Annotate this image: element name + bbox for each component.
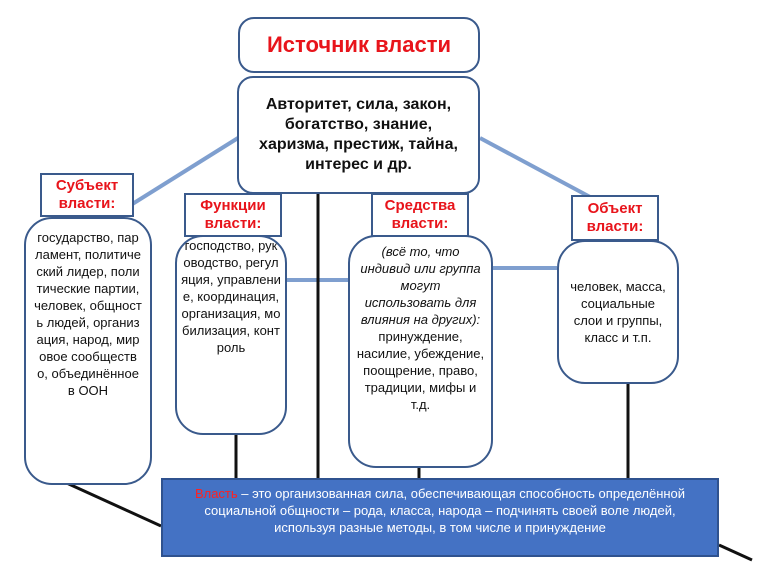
object-list-text: человек, масса, социальные слои и группы… [570,279,666,345]
object-label-text: Объект власти: [586,200,644,235]
means-label-text: Средства власти: [384,197,456,232]
functions-list-box: господство, руководство, регуляция, упра… [175,235,287,435]
means-label-box: Средства власти: [371,193,469,237]
definition-term: Власть [194,486,238,501]
object-list-box: человек, масса, социальные слои и группы… [557,240,679,384]
functions-label-text: Функции власти: [200,197,266,232]
means-list-box: (всё то, что индивид или группа могут ис… [348,235,493,468]
subject-label-box: Субъект власти: [40,173,134,217]
connector-to-object [479,136,606,207]
means-list-text: принуждение, насилие, убеждение, поощрен… [356,329,485,412]
power-source-title-text: Источник власти [266,32,452,57]
subject-list-text: государство, парламент, политический лид… [34,230,142,398]
connector-definition-right [718,543,753,562]
power-definition-box: Власть – это организованная сила, обеспе… [161,478,719,557]
power-sources-text: Авторитет, сила, закон, богатство, знани… [259,96,458,173]
means-intro-text: (всё то, что индивид или группа могут ис… [360,244,481,327]
definition-text: – это организованная сила, обеспечивающа… [204,486,686,535]
power-source-title: Источник власти [238,17,480,73]
functions-label-box: Функции власти: [184,193,282,237]
object-label-box: Объект власти: [571,195,659,241]
power-sources-box: Авторитет, сила, закон, богатство, знани… [237,76,480,194]
functions-list-text: господство, руководство, регуляция, упра… [181,238,281,355]
connector-subject-definition [59,478,162,528]
subject-list-box: государство, парламент, политический лид… [24,217,152,485]
subject-label-text: Субъект власти: [55,177,119,212]
